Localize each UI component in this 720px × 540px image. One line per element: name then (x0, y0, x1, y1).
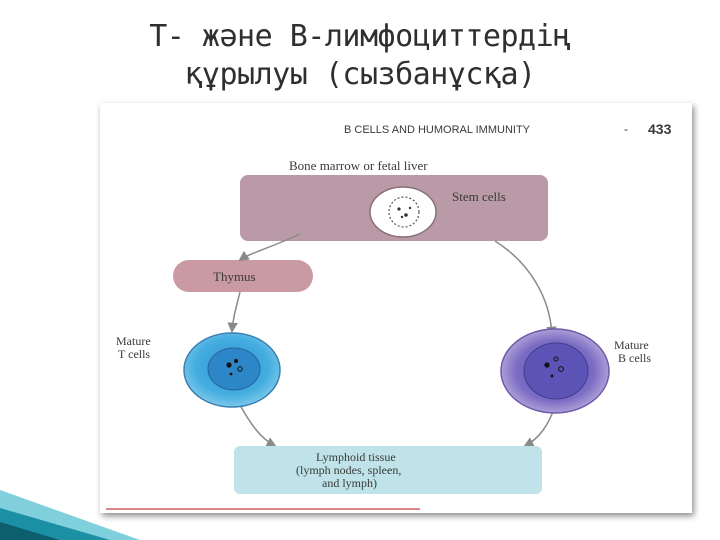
arrow-stem-to-bcell (494, 240, 557, 338)
t-cell (183, 332, 281, 408)
slide-title: Т- және В-лимфоциттердің құрылуы (сызбан… (0, 18, 720, 94)
b-cell (500, 328, 610, 414)
stem-cells-label: Stem cells (452, 189, 506, 204)
slide-title-line-1: Т- және В-лимфоциттердің (149, 19, 571, 54)
figure-header-dash: - (624, 122, 628, 136)
bone-marrow-label: Bone marrow or fetal liver (289, 158, 428, 173)
mature-b-label-line-2: B cells (618, 351, 651, 365)
lymphoid-tissue-box (234, 446, 542, 494)
slide-title-line-2: құрылуы (сызбанұсқа) (184, 57, 536, 92)
mature-t-label-line-2: T cells (118, 347, 150, 361)
thymus-box (173, 260, 313, 292)
mature-t-label-line-1: Mature (116, 334, 151, 348)
lymphoid-label-line-3: and lymph) (322, 476, 377, 490)
corner-decoration (0, 490, 140, 540)
stem-cell (369, 186, 437, 238)
arrow-thymus-to-tcell (227, 291, 241, 334)
figure-header: B CELLS AND HUMORAL IMMUNITY (344, 124, 531, 136)
lymphoid-label-line-2: (lymph nodes, spleen, (296, 463, 401, 477)
lymphocyte-diagram: B CELLS AND HUMORAL IMMUNITY - 433 Bone … (106, 121, 672, 510)
lymphoid-label-line-1: Lymphoid tissue (316, 450, 396, 464)
mature-b-label-line-1: Mature (614, 338, 649, 352)
page-number: 433 (648, 121, 672, 137)
thymus-label: Thymus (213, 269, 256, 284)
arrow-stem-to-thymus (238, 233, 301, 262)
diagram-figure: B CELLS AND HUMORAL IMMUNITY - 433 Bone … (100, 103, 692, 513)
arrow-tcell-to-lymphoid (239, 404, 277, 447)
